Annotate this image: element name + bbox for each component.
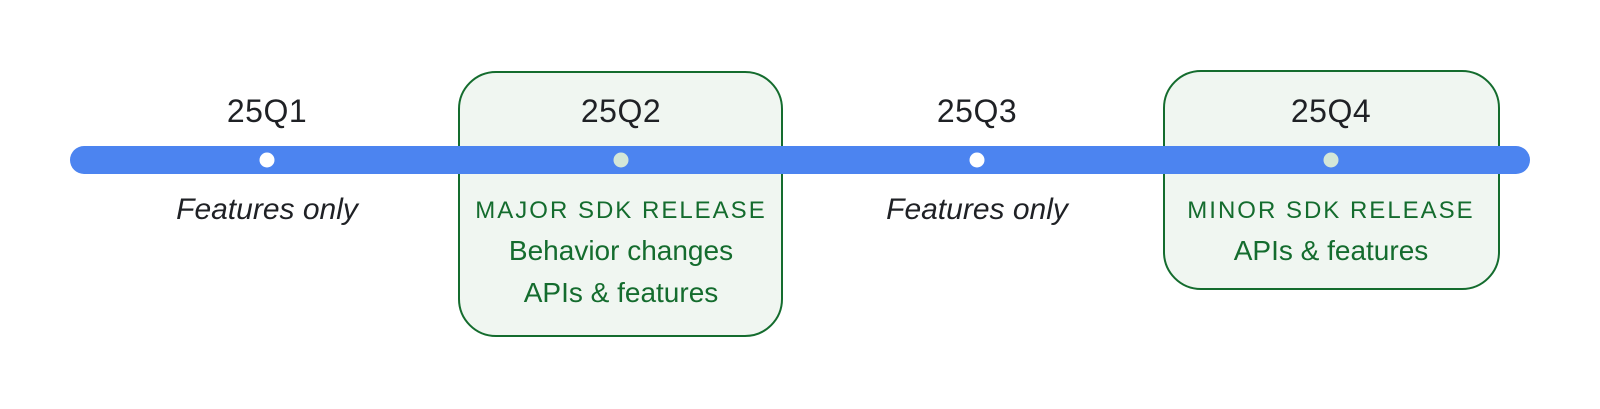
release-title-25q4: MINOR SDK RELEASE — [1187, 197, 1475, 224]
quarter-label-25q1: 25Q1 — [226, 93, 308, 129]
timeline-dot-25q4 — [1323, 152, 1339, 168]
quarter-label-25q2: 25Q2 — [580, 93, 662, 129]
release-box-25q2 — [458, 71, 783, 337]
release-title-25q2: MAJOR SDK RELEASE — [475, 197, 767, 224]
timeline-dot-25q2 — [613, 152, 629, 168]
release-detail-behavior-changes-25q2: Behavior changes — [508, 235, 734, 266]
timeline-bar — [70, 146, 1530, 174]
quarter-label-25q4: 25Q4 — [1290, 93, 1372, 129]
quarter-label-25q3: 25Q3 — [936, 93, 1018, 129]
release-detail-apis-features-25q4: APIs & features — [1233, 235, 1429, 266]
timeline-dot-25q3 — [969, 152, 985, 168]
timeline-dot-25q1 — [259, 152, 275, 168]
release-detail-apis-features-25q2: APIs & features — [523, 277, 719, 308]
note-features-only-25q1: Features only — [176, 193, 358, 226]
note-features-only-25q3: Features only — [886, 193, 1068, 226]
release-box-25q4 — [1163, 70, 1500, 290]
